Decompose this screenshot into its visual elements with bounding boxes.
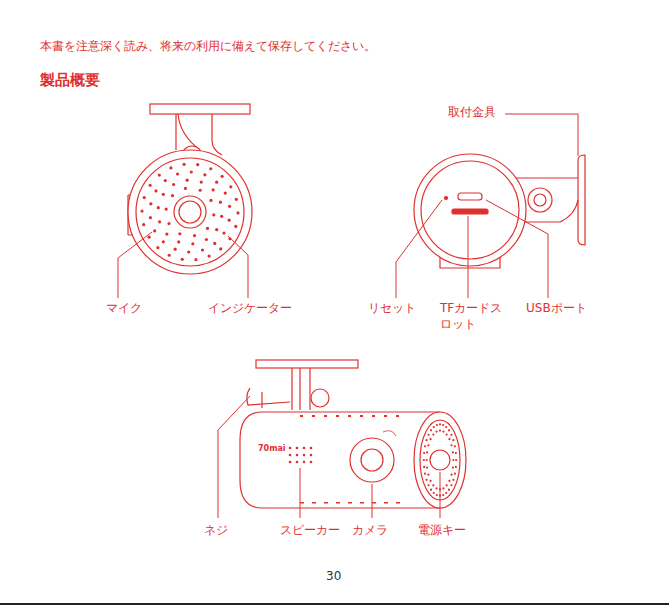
- part-name: スピーカー: [280, 522, 340, 538]
- part-name: インジケーター: [208, 300, 292, 316]
- part-name: マイク: [106, 300, 142, 316]
- part-name: リセット: [368, 300, 416, 316]
- page-number: 30: [326, 568, 341, 584]
- front-view: [128, 104, 252, 274]
- part-name: カメラ: [352, 522, 388, 538]
- side-view: [240, 360, 466, 508]
- part-name: 電源キー: [418, 522, 466, 538]
- note: 本書を注意深く読み、将来の利用に備えて保存してください。: [40, 38, 376, 54]
- part-name: ネジ: [204, 522, 228, 538]
- brand-logo: 70mai: [258, 444, 286, 455]
- section-heading: 製品概要: [40, 70, 100, 90]
- part-name: TFカードスロット: [440, 300, 514, 332]
- part-name: USBポート: [526, 300, 587, 316]
- back-view: [414, 154, 585, 268]
- part-name: 取付金具: [448, 104, 496, 120]
- leader-lines: [118, 114, 578, 518]
